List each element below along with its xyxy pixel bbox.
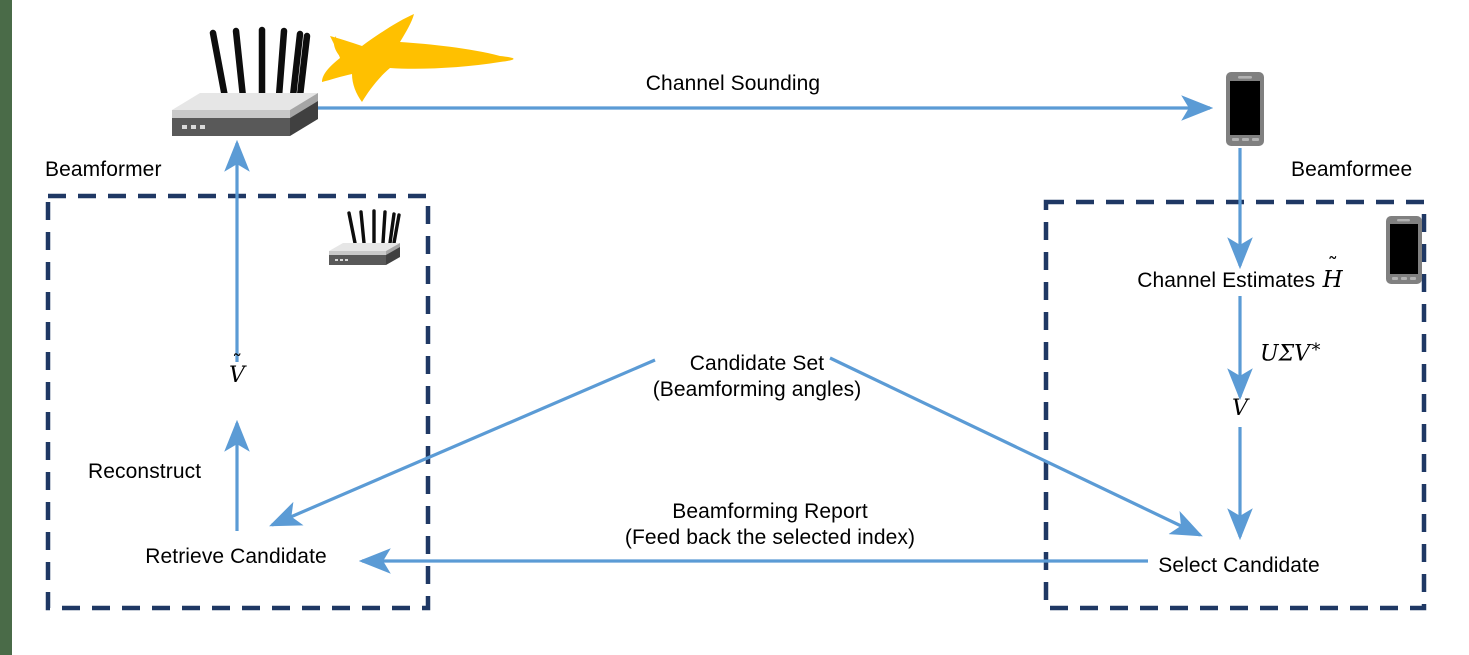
channel-estimates-text: Channel Estimates (1137, 269, 1316, 292)
left-color-band (0, 0, 12, 655)
channel-sounding-label: Channel Sounding (645, 72, 821, 95)
beamformer-label: Beamformer (45, 158, 162, 181)
v-tilde-symbol-label: ˜V (229, 350, 245, 388)
reconstruct-label: Reconstruct (88, 460, 202, 483)
candidate-set-to-retrieve-arrow (269, 358, 656, 527)
svd-formula: UΣV∗ (1260, 337, 1322, 367)
h-tilde-symbol: ˜H (1322, 252, 1343, 293)
v-symbol-label: V (1232, 396, 1248, 421)
candidate-set-line1: Candidate Set (689, 352, 825, 375)
channel-estimates-label: Channel Estimates ˜H (1137, 252, 1343, 295)
router-small-icon (329, 209, 401, 265)
beamforming-report-label: Beamforming Report (Feed back the selecte… (625, 499, 915, 552)
beamformee-label: Beamformee (1291, 158, 1413, 181)
phone-small-icon (1386, 216, 1422, 284)
beamforming-report-line2: (Feed back the selected index) (624, 526, 916, 550)
candidate-set-label: Candidate Set (Beamforming angles) (653, 351, 862, 404)
yellow-arrow-icon (322, 14, 514, 102)
retrieve-candidate-label: Retrieve Candidate (145, 545, 327, 568)
candidate-set-line2: (Beamforming angles) (652, 378, 862, 402)
beamforming-report-line1: Beamforming Report (672, 500, 868, 523)
select-candidate-label: Select Candidate (1158, 554, 1320, 577)
phone-large-icon (1226, 72, 1264, 146)
router-large-icon (172, 26, 318, 136)
